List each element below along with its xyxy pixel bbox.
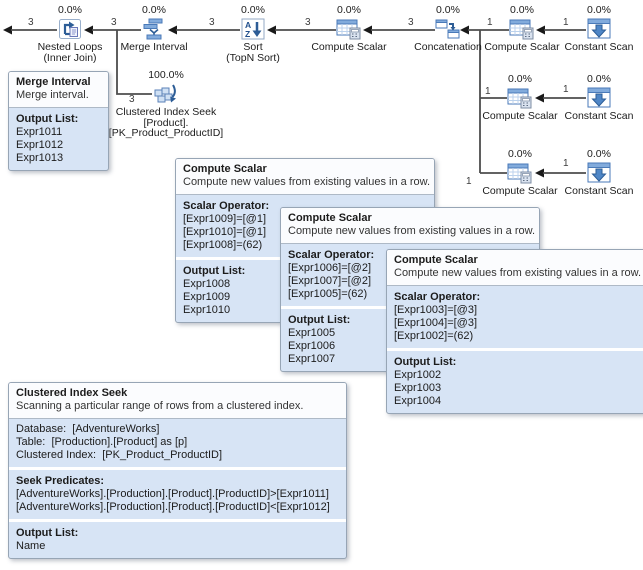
tooltip-object-info: Database: [AdventureWorks] Table: [Produ… [16, 423, 223, 461]
tooltip-title: Merge Interval [16, 76, 91, 88]
node-label: Compute Scalar [484, 41, 560, 53]
tooltip-header: Clustered Index Seek Scanning a particul… [9, 383, 346, 419]
plan-node-constant-scan-1[interactable]: 0.0% Constant Scan [544, 4, 643, 53]
compute-scalar-icon [509, 19, 534, 40]
plan-node-clustered-index-seek[interactable]: 100.0% Clustered Index Seek [Product]. [… [101, 69, 231, 139]
node-label: Compute Scalar [482, 185, 558, 197]
node-cost-pct: 100.0% [148, 69, 184, 81]
node-cost-pct: 0.0% [587, 148, 611, 160]
tooltip-clustered-index-seek: Clustered Index Seek Scanning a particul… [8, 382, 347, 559]
node-label: Constant Scan [564, 41, 634, 53]
node-cost-pct: 0.0% [587, 4, 611, 16]
tooltip-merge-interval: Merge Interval Merge interval. Output Li… [8, 71, 109, 171]
merge-interval-icon [143, 18, 163, 40]
plan-node-sort[interactable]: 0.0% A Z Sort (TopN Sort) [198, 4, 308, 63]
node-cost-pct: 0.0% [58, 4, 82, 16]
tooltip-header: Compute Scalar Compute new values from e… [387, 250, 643, 286]
tooltip-title: Compute Scalar [288, 212, 372, 224]
node-cost-pct: 0.0% [241, 4, 265, 16]
node-label: Compute Scalar [482, 110, 558, 122]
node-label: Sort (TopN Sort) [226, 41, 280, 64]
sort-icon: A Z [241, 18, 265, 40]
tooltip-scalar-operator: Scalar Operator: [Expr1003]=[@3] [Expr10… [394, 291, 481, 342]
node-cost-pct: 0.0% [337, 4, 361, 16]
tooltip-title: Compute Scalar [394, 254, 478, 266]
node-cost-pct: 0.0% [587, 73, 611, 85]
svg-text:Z: Z [245, 29, 250, 39]
plan-node-compute-scalar-mid[interactable]: 0.0% Compute Scalar [294, 4, 404, 53]
plan-node-compute-scalar-3[interactable]: 0.0% Compute Scalar [465, 148, 575, 197]
tooltip-scalar-operator: Scalar Operator: [Expr1009]=[@1] [Expr10… [183, 200, 270, 251]
tooltip-description: Merge interval. [16, 89, 89, 101]
node-label: Constant Scan [564, 185, 634, 197]
constant-scan-icon [587, 18, 611, 39]
tooltip-description: Scanning a particular range of rows from… [16, 400, 304, 412]
node-label: Compute Scalar [311, 41, 387, 53]
plan-node-concatenation[interactable]: 0.0% Concatenation [393, 4, 503, 53]
plan-node-constant-scan-3[interactable]: 0.0% Constant Scan [544, 148, 643, 197]
tooltip-compute-scalar-3: Compute Scalar Compute new values from e… [386, 249, 643, 414]
plan-node-compute-scalar-1[interactable]: 0.0% Compute Scalar [467, 4, 577, 53]
tooltip-seek-predicates: Seek Predicates: [AdventureWorks].[Produ… [9, 467, 346, 519]
node-cost-pct: 0.0% [508, 148, 532, 160]
tooltip-description: Compute new values from existing values … [288, 225, 536, 237]
constant-scan-icon [587, 162, 611, 183]
arrowhead-icon [3, 25, 12, 35]
compute-scalar-icon [507, 88, 532, 109]
tooltip-title: Clustered Index Seek [16, 387, 128, 399]
compute-scalar-icon [507, 163, 532, 184]
tooltip-description: Compute new values from existing values … [394, 267, 642, 279]
tooltip-header: Compute Scalar Compute new values from e… [281, 208, 539, 244]
tooltip-scalar-operator: Scalar Operator: [Expr1006]=[@2] [Expr10… [288, 249, 375, 300]
concatenation-icon [435, 19, 460, 39]
node-label: Clustered Index Seek [Product]. [PK_Prod… [108, 106, 224, 139]
node-cost-pct: 0.0% [510, 4, 534, 16]
plan-node-constant-scan-2[interactable]: 0.0% Constant Scan [544, 73, 643, 122]
clustered-index-seek-icon [154, 84, 176, 103]
node-label: Constant Scan [564, 110, 634, 122]
tooltip-output-list: Output List: Expr1011 Expr1012 Expr1013 [16, 113, 79, 164]
tooltip-description: Compute new values from existing values … [183, 176, 431, 188]
plan-node-compute-scalar-2[interactable]: 0.0% Compute Scalar [465, 73, 575, 122]
nested-loops-icon [59, 19, 81, 39]
plan-node-merge-interval[interactable]: 0.0% Merge Interval [99, 4, 209, 53]
tooltip-header: Compute Scalar Compute new values from e… [176, 159, 434, 195]
node-cost-pct: 0.0% [508, 73, 532, 85]
node-label: Nested Loops (Inner Join) [37, 41, 103, 64]
tooltip-output-list: Output List: Name [9, 519, 346, 558]
tooltip-header: Merge Interval Merge interval. [9, 72, 108, 108]
tooltip-title: Compute Scalar [183, 163, 267, 175]
node-cost-pct: 0.0% [436, 4, 460, 16]
node-label: Merge Interval [120, 41, 188, 53]
constant-scan-icon [587, 87, 611, 108]
compute-scalar-icon [336, 19, 361, 40]
plan-node-nested-loops[interactable]: 0.0% Nested Loops (Inner Join) [15, 4, 125, 63]
node-label: Concatenation [414, 41, 482, 53]
node-cost-pct: 0.0% [142, 4, 166, 16]
svg-text:A: A [245, 20, 251, 30]
tooltip-output-list: Output List: Expr1002 Expr1003 Expr1004 [387, 348, 643, 413]
